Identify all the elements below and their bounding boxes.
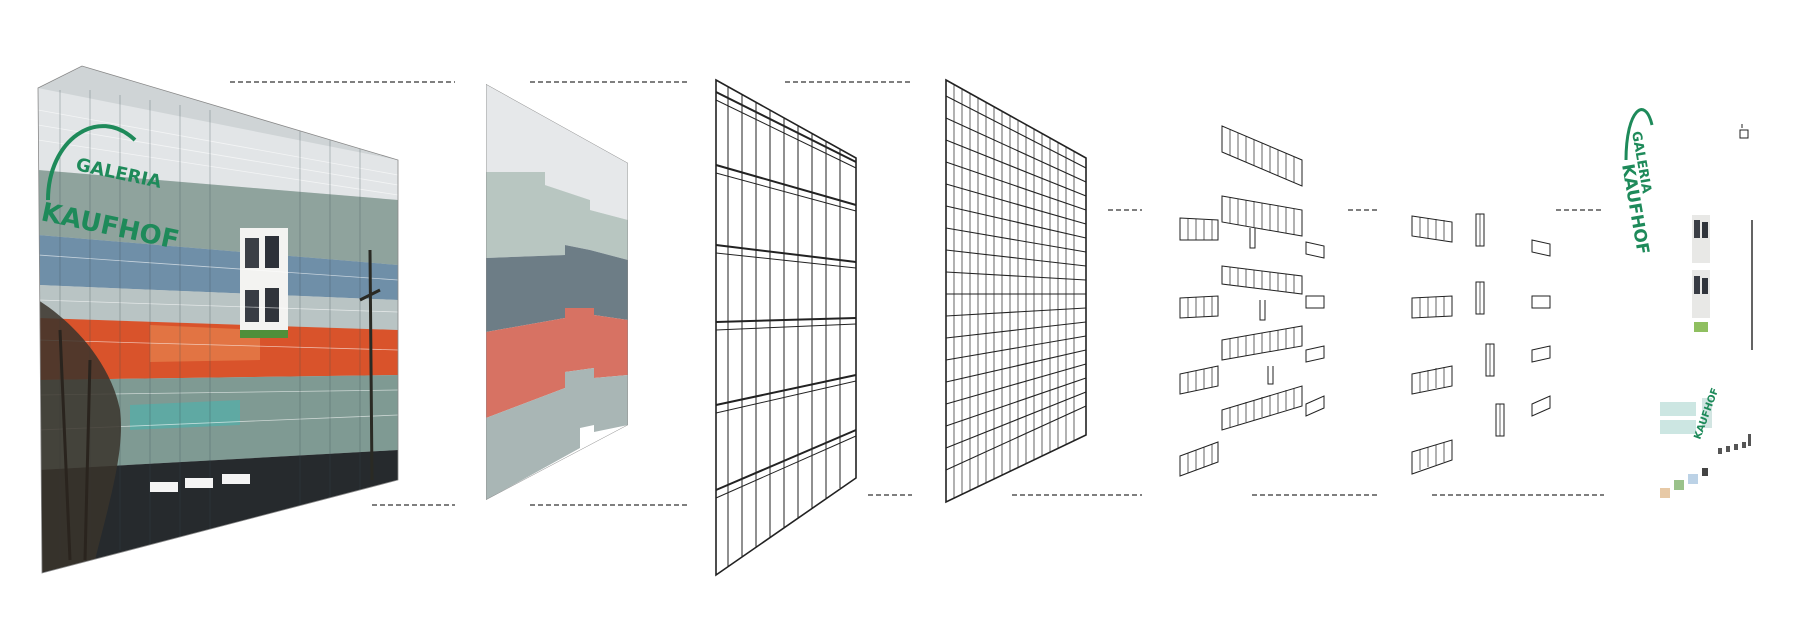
layer-window-groups-a (1179, 125, 1325, 477)
layer-photo: GALERIA KAUFHOF (37, 65, 399, 574)
layer-coarse-grid (715, 78, 857, 577)
layer-fine-grid (945, 78, 1087, 504)
residual-sign-arc-icon (1624, 108, 1654, 161)
layer-color-zones (486, 84, 628, 500)
layer-residual-details: GALERIA KAUFHOF KAUFHOF (1617, 108, 1753, 498)
strip-row (1221, 125, 1303, 431)
sign-arc-icon (46, 124, 137, 201)
layer-window-groups-b (1411, 213, 1551, 475)
residual-sign-small: KAUFHOF (1692, 387, 1721, 441)
